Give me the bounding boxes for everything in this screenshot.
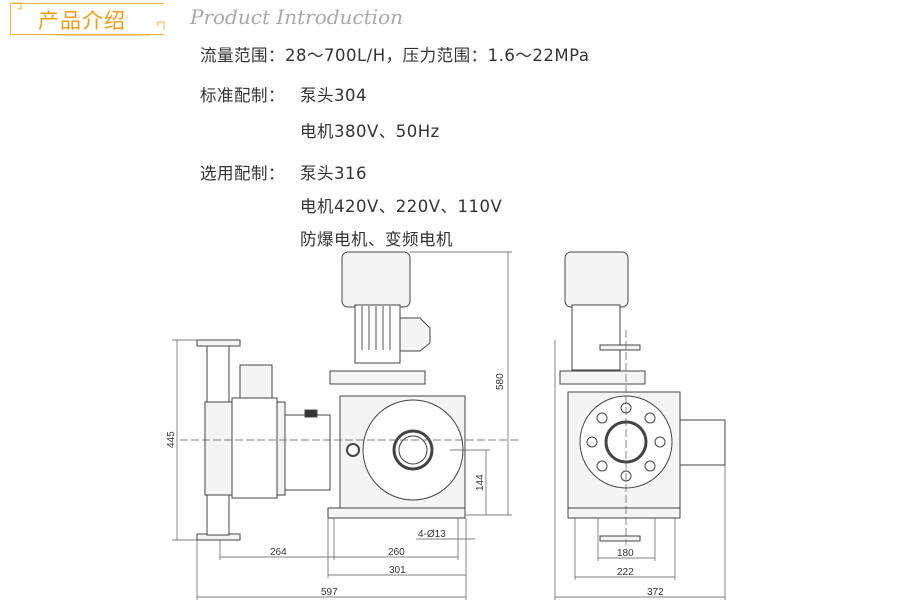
dim-260: 260 xyxy=(388,547,405,558)
base xyxy=(327,507,466,519)
pump-head xyxy=(204,401,233,496)
dim-264: 264 xyxy=(270,547,287,558)
dim-372: 372 xyxy=(647,587,664,598)
dim-180: 180 xyxy=(617,548,634,559)
spec-range: 流量范围：28～700L/H，压力范围：1.6～22MPa xyxy=(200,46,590,65)
dim-445: 445 xyxy=(166,431,177,448)
junction-box xyxy=(399,317,431,352)
standard-label: 标准配制： xyxy=(200,86,285,105)
motor-cap xyxy=(564,251,629,308)
dim-597: 597 xyxy=(321,587,338,598)
side-view xyxy=(196,251,466,541)
cylinder xyxy=(231,397,278,499)
optional-motor: 电机420V、220V、110V xyxy=(300,197,503,216)
valve-cap xyxy=(239,364,273,399)
optional-label: 选用配制： xyxy=(200,164,285,183)
dim-144: 144 xyxy=(475,474,486,491)
side-dimensions xyxy=(172,251,520,600)
dim-holes: 4-Ø13 xyxy=(418,529,446,540)
section-subtitle: Product Introduction xyxy=(190,5,403,29)
optional-pump: 泵头316 xyxy=(300,164,367,183)
connector xyxy=(284,414,331,491)
front-view xyxy=(559,251,726,542)
header-corner-ornaments xyxy=(13,2,165,36)
dim-580: 580 xyxy=(495,373,506,390)
side-box xyxy=(679,419,726,466)
dim-222: 222 xyxy=(617,567,634,578)
dim-301: 301 xyxy=(389,565,406,576)
outlet-flange xyxy=(196,339,241,347)
motor-flange xyxy=(329,370,426,385)
optional-other: 防爆电机、变频电机 xyxy=(300,230,453,249)
motor-body xyxy=(571,304,621,371)
section-title: 产品介绍 xyxy=(38,9,126,33)
standard-pump: 泵头304 xyxy=(300,86,367,105)
front-dimensions xyxy=(554,330,726,600)
standard-motor: 电机380V、50Hz xyxy=(300,122,440,141)
motor-cap xyxy=(341,251,411,308)
